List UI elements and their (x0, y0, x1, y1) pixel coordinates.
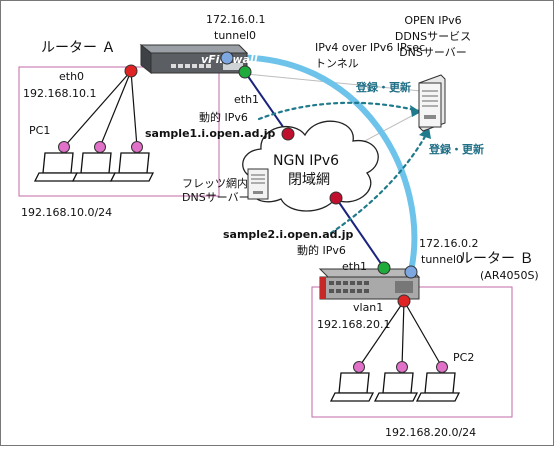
pc-nodes-b (353, 361, 448, 373)
ngn-label-line2: 閉域網 (288, 172, 330, 188)
router-a-subnet: 192.168.10.0/24 (21, 206, 112, 219)
router-a-ipv6-label: 動的 IPv6 (199, 110, 248, 124)
ngn-node-b (329, 191, 343, 205)
ngn-node-a (281, 127, 295, 141)
vlan1-node-b (397, 294, 411, 308)
router-b-ipv6-label: 動的 IPv6 (297, 243, 346, 257)
wan-link-b (335, 197, 385, 269)
ngn-cloud (242, 120, 379, 212)
router-a-lan-ip: 192.168.10.1 (23, 87, 96, 100)
flets-dns-server-icon (247, 168, 269, 200)
pc1-label: PC1 (29, 124, 50, 137)
eth0-node-a (124, 64, 138, 78)
tunnel-node-b (404, 265, 418, 279)
pc-laptops-a (33, 152, 155, 182)
tunnel-node-a (220, 51, 234, 65)
registration-label-bottom: 登録・更新 (428, 142, 484, 156)
pc-nodes-a (58, 141, 143, 153)
router-b-tunnel-label: tunnel0 (421, 253, 463, 266)
router-b-model: (AR4050S) (480, 269, 539, 282)
router-a-hostname: sample1.i.open.ad.jp (145, 127, 275, 140)
ngn-label-line1: NGN IPv6 (273, 153, 339, 169)
lan-b-links (358, 300, 443, 368)
router-b-title: ルーター Ｂ (459, 251, 533, 267)
lan-a-links (63, 70, 138, 148)
ipsec-tunnel (223, 54, 418, 274)
registration-label-top: 登録・更新 (355, 80, 411, 94)
router-b-tunnel-ip: 172.16.0.2 (419, 237, 478, 250)
flets-dns-label-line1: フレッツ網内 (182, 176, 248, 190)
wan-link-a (244, 71, 289, 135)
router-a-tunnel-ip: 172.16.0.1 (206, 13, 265, 26)
router-a-tunnel-label: tunnel0 (214, 29, 256, 42)
router-b-eth1-label: eth1 (342, 260, 367, 273)
router-b-hostname: sample2.i.open.ad.jp (223, 228, 353, 241)
eth1-node-a (238, 65, 252, 79)
server-label-line1: OPEN IPv6 (404, 14, 461, 27)
tunnel-label-line1: IPv4 over IPv6 IPsec (315, 41, 425, 54)
flets-dns-label-line2: DNSサーバー (182, 191, 250, 204)
registration-arrow-b (419, 127, 431, 139)
pc2-label: PC2 (453, 351, 474, 364)
lan-box-a (18, 66, 220, 197)
router-a-title: ルーター Ａ (41, 40, 115, 56)
router-b-subnet: 192.168.20.0/24 (385, 426, 476, 439)
router-a-eth0-label: eth0 (59, 70, 84, 83)
router-b-device (318, 268, 421, 300)
server-label-line2: DDNSサービス (395, 30, 471, 43)
registration-arc-b (329, 131, 429, 235)
router-a-eth1-label: eth1 (234, 93, 259, 106)
router-b-lan-ip: 192.168.20.1 (317, 318, 390, 331)
eth1-node-b (377, 261, 391, 275)
ddns-server-icon (418, 74, 446, 132)
router-b-vlan-label: vlan1 (353, 301, 383, 314)
tunnel-label-line2: トンネル (315, 57, 359, 70)
registration-arrow-a (410, 105, 421, 117)
registration-arc-a (257, 101, 421, 121)
pc-laptops-b (329, 372, 461, 402)
server-label-line3: DNSサーバー (399, 46, 467, 59)
